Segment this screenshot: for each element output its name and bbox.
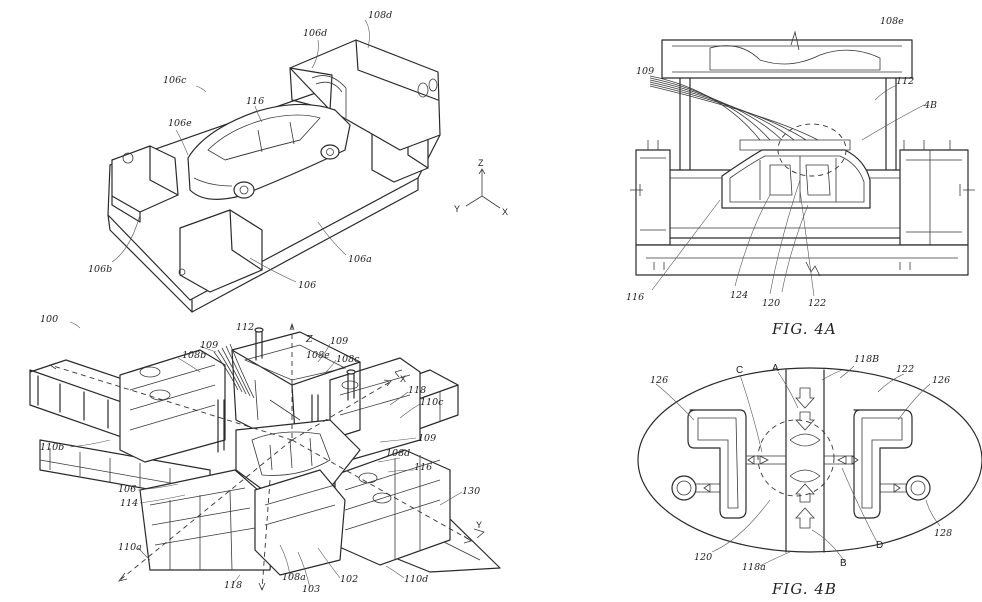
axis-label: Y xyxy=(476,520,482,530)
ref-label: 108e xyxy=(880,16,904,27)
ref-label: 102 xyxy=(340,574,358,585)
ref-label: 106d xyxy=(303,28,327,39)
ref-label: 108b xyxy=(182,350,206,361)
ref-label: 109 xyxy=(330,336,348,347)
ref-label: 109 xyxy=(418,433,436,444)
ref-label: 106 xyxy=(118,484,136,495)
ref-label: 116 xyxy=(414,462,432,473)
ref-label: 118a xyxy=(742,562,766,573)
ref-label: 106a xyxy=(348,254,372,265)
ref-label: 108d xyxy=(368,10,392,21)
ref-label: 116 xyxy=(626,292,644,303)
ref-label: 122 xyxy=(896,364,914,375)
ref-label: 110a xyxy=(118,542,142,553)
ref-label: 110d xyxy=(404,574,428,585)
ref-label: 110b xyxy=(40,442,64,453)
ref-label: 109 xyxy=(200,340,218,351)
ref-label: 106b xyxy=(88,264,112,275)
assembly-system-figure xyxy=(29,321,501,592)
ref-label: 112 xyxy=(896,76,914,87)
ref-label: 130 xyxy=(462,486,480,497)
ref-label: 116 xyxy=(246,96,264,107)
ref-label: 128 xyxy=(934,528,952,539)
ref-label: 118B xyxy=(854,354,879,365)
figure-caption: FIG. 4A xyxy=(771,320,837,338)
ref-label: 124 xyxy=(730,290,748,301)
ref-label: 120 xyxy=(762,298,780,309)
ref-label: 4B xyxy=(923,100,937,111)
xyz-axis-triad-icon xyxy=(465,168,501,209)
ref-label: 103 xyxy=(302,584,320,595)
ref-label: 100 xyxy=(40,314,58,325)
fig-4a-figure xyxy=(630,30,975,297)
ref-label: 118 xyxy=(408,385,426,396)
fixture-with-vehicle-figure xyxy=(107,19,501,313)
ref-label: 108e xyxy=(306,350,330,361)
axis-label: Z xyxy=(478,158,484,168)
axis-label: X xyxy=(400,374,406,384)
ref-label: 108a xyxy=(282,572,306,583)
ref-label: 106c xyxy=(163,75,187,86)
ref-label: 120 xyxy=(694,552,712,563)
ref-label: 114 xyxy=(120,498,138,509)
ref-label: 112 xyxy=(236,322,254,333)
ref-label: 122 xyxy=(808,298,826,309)
ref-label: D xyxy=(876,540,883,551)
ref-label: 126 xyxy=(932,375,950,386)
figure-caption: FIG. 4B xyxy=(771,580,837,598)
axis-label: X xyxy=(502,207,508,217)
ref-label: 108c xyxy=(336,354,360,365)
ref-label: 118 xyxy=(224,580,242,591)
ref-label: 109 xyxy=(636,66,654,77)
ref-label: 126 xyxy=(650,375,668,386)
ref-label: C xyxy=(736,365,743,376)
ref-label: B xyxy=(840,558,847,569)
ref-label: A xyxy=(772,363,779,374)
ref-label: 106e xyxy=(168,118,192,129)
ref-label: Z xyxy=(305,334,313,345)
ref-label: 106 xyxy=(298,280,316,291)
axis-label: Y xyxy=(454,204,460,214)
ref-label: 108d xyxy=(386,448,410,459)
ref-label: 110c xyxy=(420,397,444,408)
fig-4b-figure xyxy=(637,365,982,567)
